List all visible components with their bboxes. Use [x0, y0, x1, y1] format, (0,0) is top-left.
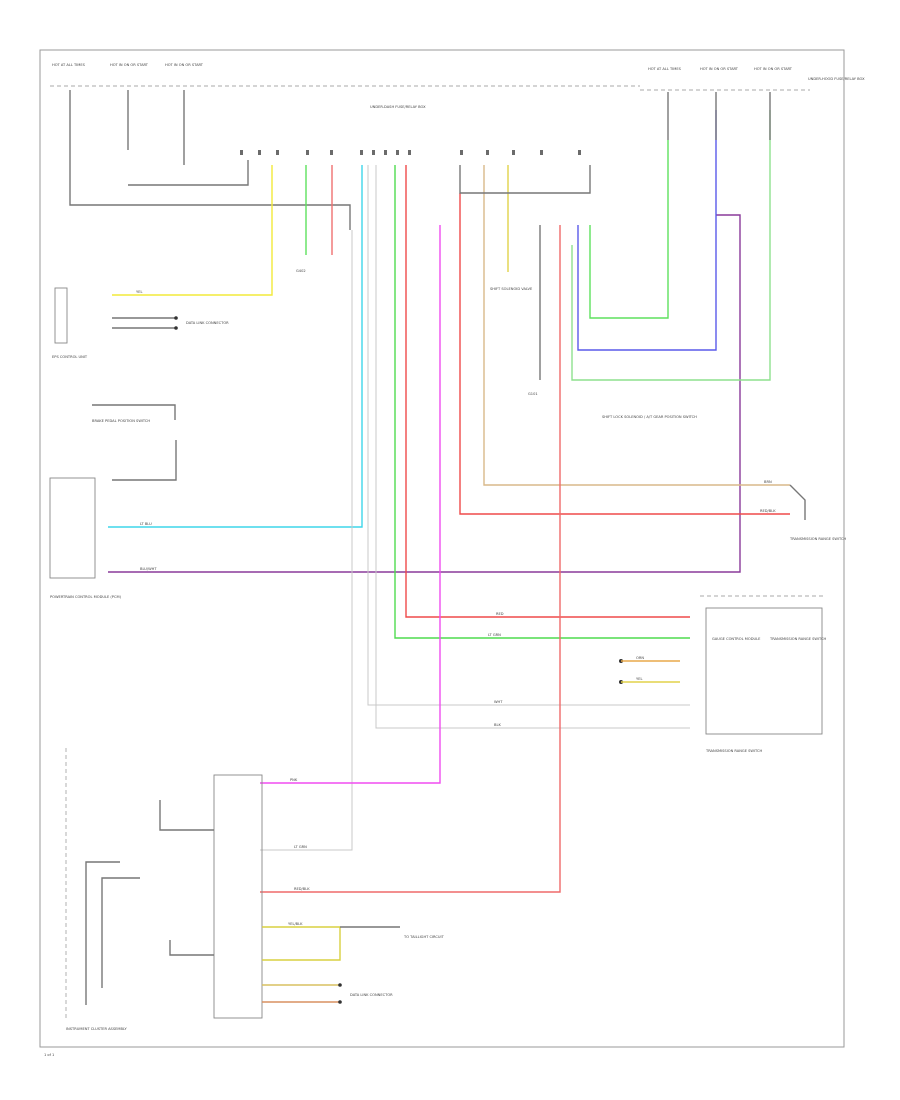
red-blk-bottom-wire	[260, 225, 561, 893]
fuse-right-2-label: HOT IN ON OR START	[700, 67, 739, 71]
lt-blu-code: LT BLU	[140, 522, 152, 526]
lt-grn-code: LT GRN	[488, 633, 501, 637]
underhood-box-label: UNDER-HOOD FUSE/RELAY BOX	[808, 77, 865, 81]
bottom-connector-dot-1	[338, 983, 342, 987]
red-long-wire	[405, 165, 690, 618]
page-number: 1 of 1	[44, 1053, 54, 1057]
cluster-connector	[213, 774, 263, 1019]
brn-wire	[483, 165, 790, 486]
pcm-label: POWERTRAIN CONTROL MODULE (PCM)	[50, 595, 122, 599]
fuse-left-1-wire	[69, 90, 351, 230]
fuse-right-1-label: HOT AT ALL TIMES	[648, 67, 682, 71]
shift-solenoid-label: SHIFT SOLENOID VALVE	[490, 287, 533, 291]
fuse-box-connector-pins	[240, 150, 581, 155]
brn-code: BRN	[764, 480, 772, 484]
g-mid-label: G402	[296, 269, 306, 273]
cluster-internal-4	[169, 940, 214, 956]
cluster-internal-2	[101, 877, 140, 988]
yel-wire	[112, 165, 273, 296]
gauge-module-box	[705, 607, 823, 735]
lt-grn-bottom-code: LT GRN	[294, 845, 307, 849]
brake-switch-label: BRAKE PEDAL POSITION SWITCH	[92, 419, 150, 423]
right-switch	[789, 484, 806, 520]
right-module-label: TRANSMISSION RANGE SWITCH	[769, 637, 827, 641]
cluster-internal-3	[159, 800, 214, 831]
blu-wht-code: BLU/WHT	[140, 567, 157, 571]
ground-bus-wire	[459, 165, 591, 194]
red-code: RED	[496, 612, 504, 616]
lt-grn-loop-wire	[571, 110, 771, 381]
gray-long-wire-2	[367, 165, 690, 706]
pcm-box	[49, 477, 96, 579]
right-switch-label: TRANSMISSION RANGE SWITCH	[789, 537, 847, 541]
red-blk-bottom-code: RED/BLK	[294, 887, 310, 891]
pnk-wire	[260, 225, 441, 784]
gray-long-wire-3	[375, 165, 690, 729]
eps-unit-label: EPS CONTROL UNIT	[52, 355, 88, 359]
eps-connector-dot-1	[174, 316, 178, 320]
brake-switch-wire	[92, 404, 176, 420]
orn-code: ORN	[636, 656, 644, 660]
yel-blk-code: YEL/BLK	[288, 922, 303, 926]
cluster-internal-1	[85, 861, 120, 1005]
tcm-bottom-label: TRANSMISSION RANGE SWITCH	[705, 749, 763, 753]
red-blk-code: RED/BLK	[760, 509, 776, 513]
red-blk-wire	[459, 193, 790, 515]
gray-long-wire-1	[260, 230, 353, 851]
bottom-connector-dot-2	[338, 1000, 342, 1004]
pnk-code: PNK	[290, 778, 298, 782]
lt-grn-wire	[394, 165, 690, 639]
tail-light-label: TO TAILLIGHT CIRCUIT	[403, 935, 445, 939]
shift-unit-label: SHIFT LOCK SOLENOID / A/T GEAR POSITION …	[602, 415, 697, 419]
diagram-frame	[39, 49, 845, 1048]
fuse-left-1-label: HOT AT ALL TIMES	[52, 63, 86, 67]
data-link-bottom-label: DATA LINK CONNECTOR	[350, 993, 393, 997]
yel-blk-bottom-wire-2	[262, 927, 341, 961]
yel-code: YEL	[136, 290, 142, 294]
fuse-right-3-label: HOT IN ON OR START	[754, 67, 793, 71]
data-link-label: DATA LINK CONNECTOR	[186, 321, 229, 325]
g-main-label: G101	[528, 392, 538, 396]
brake-switch-drop	[112, 440, 177, 481]
fuse-left-3-label: HOT IN ON OR START	[165, 63, 204, 67]
gauge-module-label: GAUGE CONTROL MODULE	[712, 637, 761, 641]
eps-connector-dot-2	[174, 326, 178, 330]
yel-short-code: YEL	[636, 677, 642, 681]
blk-code: BLK	[494, 723, 501, 727]
blu-wht-wire	[108, 214, 741, 573]
fuse-left-bus	[128, 160, 249, 186]
underdash-box-label: UNDER-DASH FUSE/RELAY BOX	[370, 105, 426, 109]
lt-blu-wire	[108, 165, 363, 528]
fuse-left-2-label: HOT IN ON OR START	[110, 63, 149, 67]
wht-code: WHT	[494, 700, 503, 704]
grn-loop-wire	[589, 140, 669, 319]
eps-unit-box	[54, 287, 68, 344]
cluster-assembly-label: INSTRUMENT CLUSTER ASSEMBLY	[66, 1027, 127, 1031]
blu-loop-wire	[577, 110, 717, 351]
